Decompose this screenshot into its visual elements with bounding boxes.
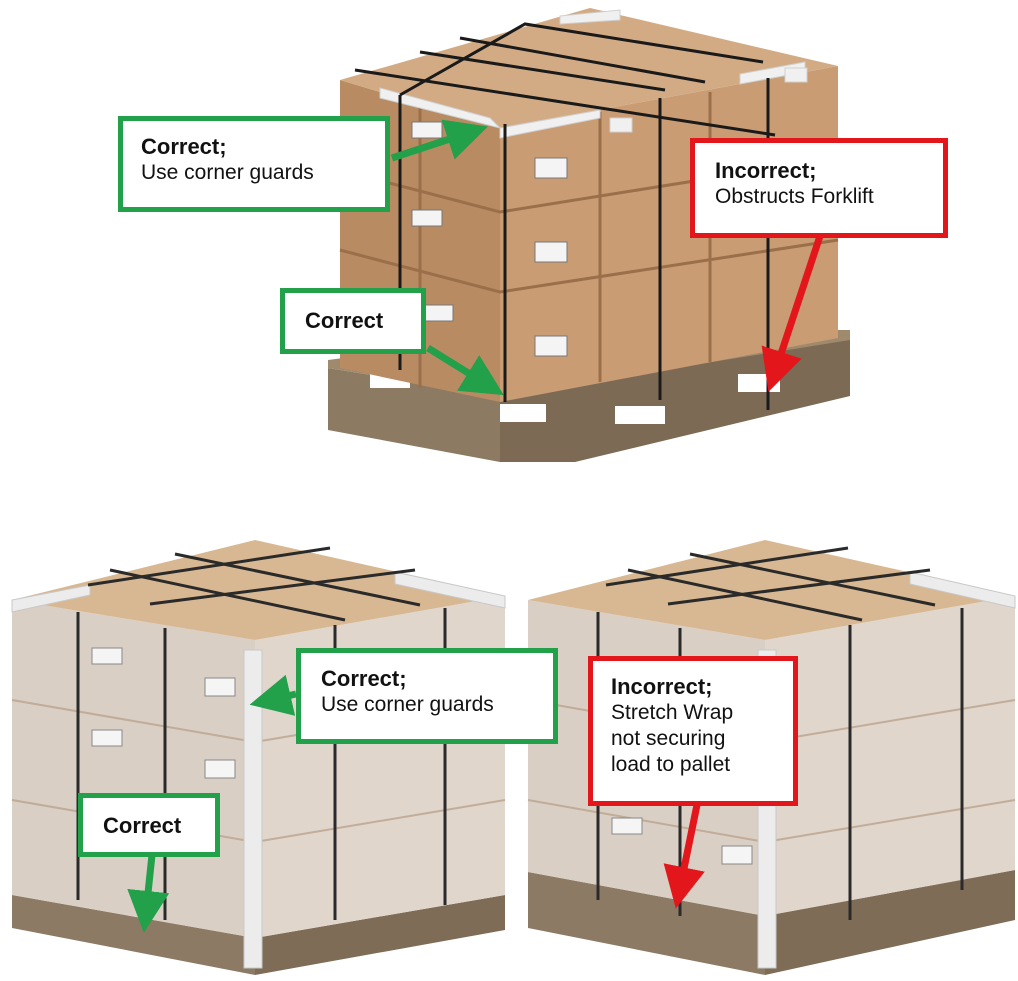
- callout-text: Use corner guards: [321, 692, 553, 718]
- callout-title: Correct;: [321, 665, 553, 692]
- right-wrapped-right-face: [765, 596, 1015, 916]
- callout-title: Incorrect;: [611, 673, 793, 700]
- callout-left-corner-guards: Correct; Use corner guards: [296, 648, 558, 744]
- callout-right-wrap-incorrect: Incorrect; Stretch Wrap not securing loa…: [588, 656, 798, 806]
- callout-title: Incorrect;: [715, 157, 943, 184]
- callout-top-strap-correct: Correct: [280, 288, 426, 354]
- bottom-left-pallet-load: [12, 540, 505, 975]
- callout-title: Correct: [305, 307, 421, 334]
- callout-title: Correct;: [141, 133, 385, 160]
- callout-text: Stretch Wrap not securing load to pallet: [611, 700, 793, 778]
- callout-text: Obstructs Forklift: [715, 184, 943, 210]
- callout-left-wrap-correct: Correct: [78, 793, 220, 857]
- callout-top-forklift-incorrect: Incorrect; Obstructs Forklift: [690, 138, 948, 238]
- callout-top-corner-guards: Correct; Use corner guards: [118, 116, 390, 212]
- callout-title: Correct: [103, 812, 215, 839]
- callout-text: Use corner guards: [141, 160, 385, 186]
